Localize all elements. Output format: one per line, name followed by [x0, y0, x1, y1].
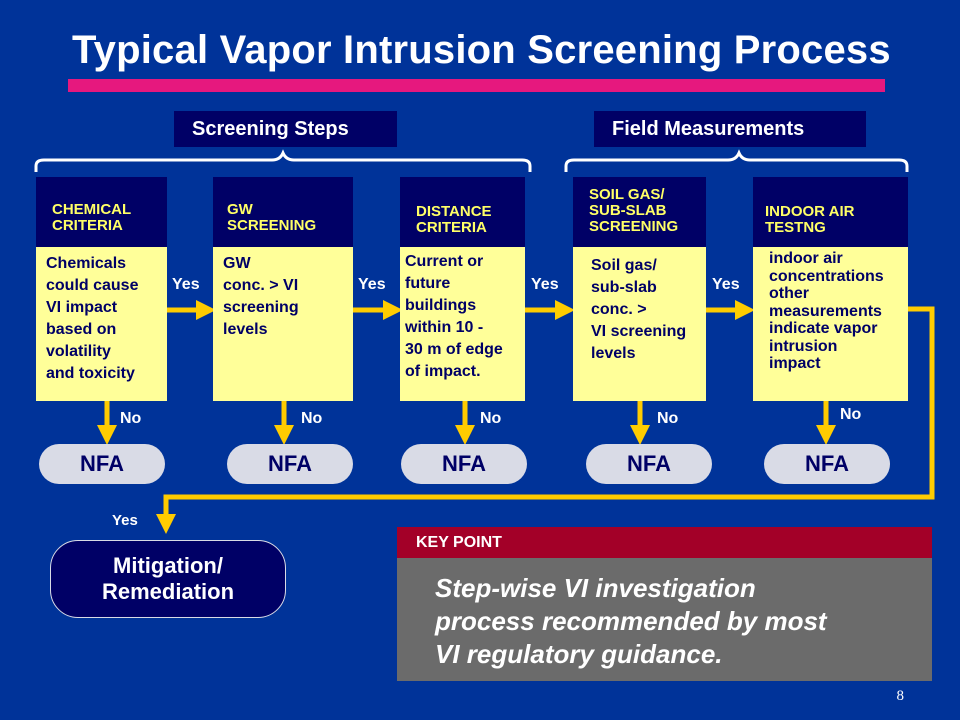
- no-label-5: No: [840, 406, 862, 423]
- field-measurements-label: Field Measurements: [594, 111, 866, 147]
- yes-label-1: Yes: [172, 276, 200, 293]
- field-measurements-brace: [564, 149, 909, 172]
- nfa-pill-4: NFA: [586, 444, 712, 484]
- mitigation-remediation-box: Mitigation/ Remediation: [50, 540, 286, 618]
- nfa-pill-1: NFA: [39, 444, 165, 484]
- no-label-4: No: [657, 410, 679, 427]
- page-number: 8: [896, 688, 905, 704]
- nfa-pill-5: NFA: [764, 444, 890, 484]
- title-underline: [68, 79, 885, 92]
- screening-steps-label: Screening Steps: [174, 111, 397, 147]
- nfa-pill-2: NFA: [227, 444, 353, 484]
- yes-path-to-mitigation: [156, 306, 935, 534]
- screening-steps-brace: [34, 149, 532, 172]
- mitigation-line-1: Mitigation/: [113, 553, 223, 578]
- mitigation-line-2: Remediation: [101, 579, 235, 604]
- yes-label-4: Yes: [712, 276, 740, 293]
- nfa-pill-3: NFA: [401, 444, 527, 484]
- yes-label-mitigation: Yes: [112, 512, 138, 529]
- no-label-2: No: [301, 410, 323, 427]
- no-label-3: No: [480, 410, 502, 427]
- slide-title: Typical Vapor Intrusion Screening Proces…: [72, 28, 891, 72]
- key-point-header: KEY POINT: [397, 527, 932, 558]
- yes-label-2: Yes: [358, 276, 386, 293]
- no-label-1: No: [120, 410, 142, 427]
- yes-label-3: Yes: [531, 276, 559, 293]
